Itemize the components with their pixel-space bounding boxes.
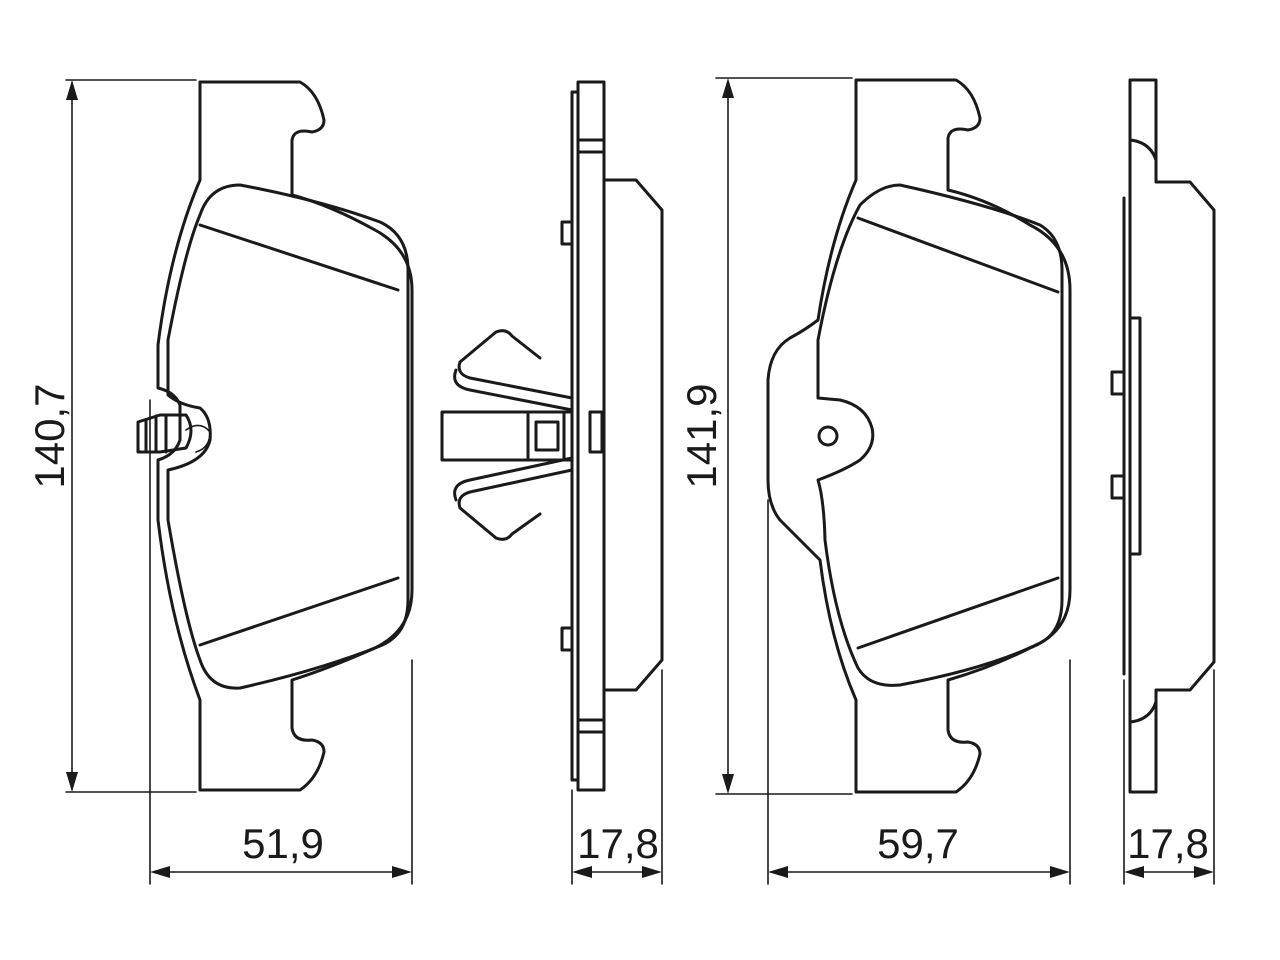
dimension-pad2-height xyxy=(715,77,853,795)
pad2-width-label: 59,7 xyxy=(877,820,959,867)
pad1-height-label: 140,7 xyxy=(26,383,73,488)
pad2-thickness-label: 17,8 xyxy=(1127,820,1209,867)
pad2-height-label: 141,9 xyxy=(678,383,725,488)
pad1-width-label: 51,9 xyxy=(242,820,324,867)
pad1-thickness-label: 17,8 xyxy=(577,820,659,867)
dimension-pad1-height xyxy=(65,79,197,793)
pin-hole-icon xyxy=(817,425,839,447)
retaining-clip xyxy=(440,329,574,541)
wear-sensor-icon xyxy=(136,413,211,454)
dimension-pad1-thickness xyxy=(571,669,663,885)
dimension-pad2-width xyxy=(767,499,1071,885)
pad-1-side-view xyxy=(560,80,664,792)
pad-1-front-view xyxy=(136,80,414,792)
pad-2-front-view xyxy=(766,78,1072,794)
dimension-pad1-width xyxy=(149,399,413,885)
pad-2-side-view xyxy=(1110,78,1216,794)
dimension-pad2-thickness xyxy=(1123,669,1215,885)
